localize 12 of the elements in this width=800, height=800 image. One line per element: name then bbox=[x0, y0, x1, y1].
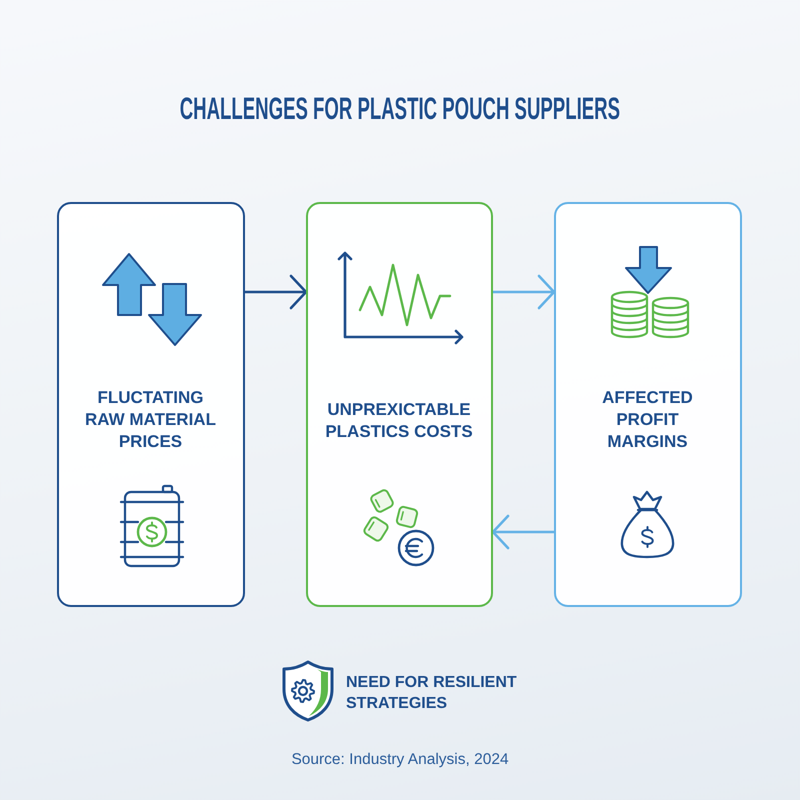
arrow bbox=[245, 274, 308, 310]
source-note: Source: Industry Analysis, 2024 bbox=[291, 750, 509, 770]
step-card bbox=[306, 202, 493, 607]
arrow bbox=[492, 514, 554, 550]
step-label: FLUCTATING RAW MATERIAL PRICES bbox=[84, 387, 217, 453]
step-label: UNPREXICTABLE PLASTICS COSTS bbox=[324, 399, 474, 443]
conclusion-text: NEED FOR RESILIENT STRATEGIES bbox=[346, 673, 518, 714]
arrow bbox=[493, 274, 556, 310]
step-card bbox=[57, 202, 245, 607]
title: CHALLENGES FOR PLASTIC POUCH SUPPLIERS bbox=[180, 91, 620, 127]
step-label: AFFECTED PROFIT MARGINS bbox=[601, 387, 694, 453]
step-card bbox=[554, 202, 742, 607]
